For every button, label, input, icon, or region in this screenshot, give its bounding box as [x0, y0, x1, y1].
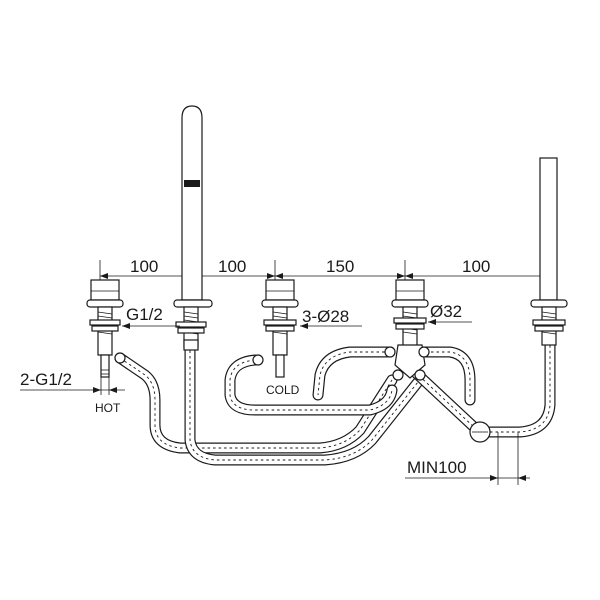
hot-label: HOT [95, 401, 121, 415]
hot-valve [86, 279, 126, 395]
supply-thread-label: 2-G1/2 [20, 370, 72, 389]
cold-valve [252, 279, 299, 378]
hand-shower [530, 157, 568, 346]
bath-spout [173, 105, 213, 351]
min-clearance-dimension [405, 432, 530, 485]
dimension-spacing-3: 150 [326, 257, 354, 276]
hole-diameter-label: 3-Ø28 [302, 307, 349, 326]
diverter-valve [384, 279, 430, 381]
dimension-spacing-1: 100 [130, 257, 158, 276]
thread-inlet-label: G1/2 [126, 305, 163, 324]
min-clearance-label: MIN100 [407, 458, 467, 477]
cold-label: COLD [266, 383, 300, 397]
dimension-spacing-2: 100 [218, 257, 246, 276]
dimension-spacing-4: 100 [462, 257, 490, 276]
braided-hoses [114, 339, 556, 466]
large-hole-diameter-label: Ø32 [430, 302, 462, 321]
